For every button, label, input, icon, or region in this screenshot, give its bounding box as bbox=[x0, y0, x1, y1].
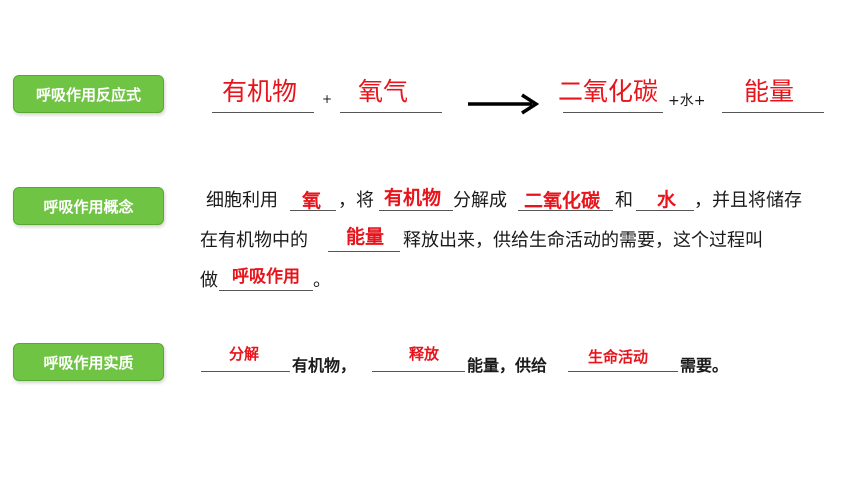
concept-answer-energy: 能量 bbox=[346, 226, 385, 248]
essence-text-3: 需要。 bbox=[680, 356, 729, 375]
essence-blank-1 bbox=[201, 371, 290, 372]
concept-text-8: 做 bbox=[200, 270, 218, 291]
blank-line-1 bbox=[212, 112, 314, 113]
answer-oxygen: 氧气 bbox=[358, 77, 409, 106]
blank-line-2 bbox=[340, 112, 442, 113]
concept-text-6: 在有机物中的 bbox=[200, 230, 308, 251]
essence-answer-decompose: 分解 bbox=[229, 345, 260, 363]
concept-blank-4 bbox=[636, 210, 694, 211]
label-essence: 呼吸作用实质 bbox=[13, 343, 164, 381]
essence-answer-life-activity: 生命活动 bbox=[588, 348, 649, 366]
concept-answer-oxygen: 氧 bbox=[302, 190, 322, 212]
concept-blank-3 bbox=[518, 210, 613, 211]
concept-text-5: ，并且将储存 bbox=[694, 190, 802, 211]
blank-line-4 bbox=[722, 112, 824, 113]
concept-blank-1 bbox=[290, 210, 336, 211]
blank-line-3 bbox=[563, 112, 663, 113]
concept-text-1: 细胞利用 bbox=[206, 190, 278, 211]
answer-energy: 能量 bbox=[744, 77, 795, 106]
concept-answer-organic: 有机物 bbox=[384, 187, 442, 209]
answer-organic-matter: 有机物 bbox=[222, 77, 298, 106]
plus-sign-1: + bbox=[322, 92, 333, 106]
concept-text-7: 释放出来，供给生命活动的需要，这个过程叫 bbox=[403, 230, 763, 251]
essence-text-2: 能量，供给 bbox=[467, 356, 548, 375]
concept-answer-water: 水 bbox=[657, 189, 677, 211]
concept-blank-5 bbox=[328, 251, 400, 252]
concept-text-4: 和 bbox=[615, 190, 633, 211]
essence-text-1: 有机物， bbox=[292, 356, 357, 375]
answer-carbon-dioxide: 二氧化碳 bbox=[558, 77, 659, 106]
essence-blank-3 bbox=[568, 371, 678, 372]
label-equation: 呼吸作用反应式 bbox=[13, 75, 164, 113]
reaction-arrow-icon bbox=[468, 93, 540, 115]
concept-answer-respiration: 呼吸作用 bbox=[232, 267, 300, 287]
essence-answer-release: 释放 bbox=[409, 345, 440, 363]
concept-text-9: 。 bbox=[313, 270, 331, 291]
plus-water-text: +水+ bbox=[668, 93, 706, 109]
concept-answer-co2: 二氧化碳 bbox=[524, 190, 601, 212]
label-concept: 呼吸作用概念 bbox=[13, 187, 164, 225]
concept-text-2: ，将 bbox=[338, 190, 374, 211]
concept-text-3: 分解成 bbox=[453, 190, 507, 211]
essence-blank-2 bbox=[372, 371, 465, 372]
concept-blank-2 bbox=[379, 210, 453, 211]
concept-blank-6 bbox=[219, 290, 313, 291]
